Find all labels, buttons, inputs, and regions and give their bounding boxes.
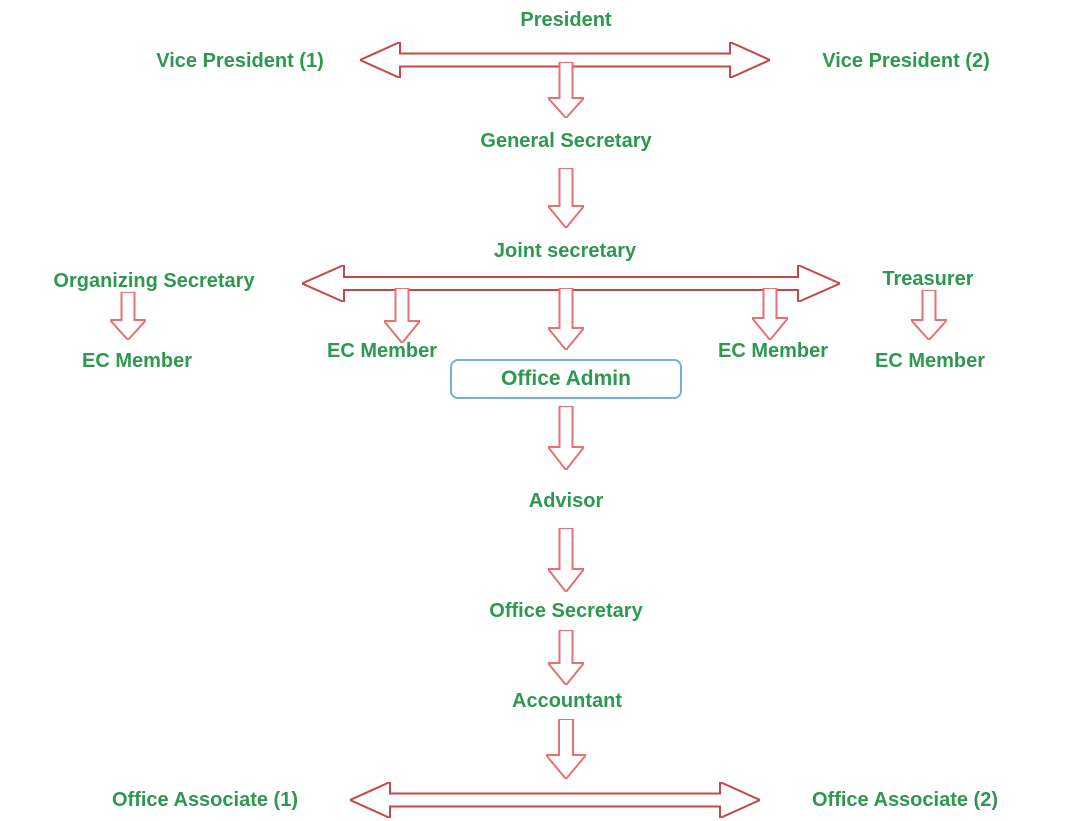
down-arrow-to-office-admin-icon xyxy=(548,288,584,350)
down-arrow-office-secretary-to-accountant-icon xyxy=(548,630,584,685)
node-office-secretary: Office Secretary xyxy=(489,600,643,622)
down-arrow-general-secretary-to-joint-secretary-icon xyxy=(548,168,584,228)
node-vice-president-2: Vice President (2) xyxy=(822,50,990,72)
node-treasurer: Treasurer xyxy=(882,268,974,290)
node-advisor: Advisor xyxy=(528,490,604,512)
node-office-admin-box: Office Admin xyxy=(450,359,682,399)
double-arrow-president-vice-presidents-icon xyxy=(360,42,770,78)
down-arrow-treasurer-to-ec-member-icon xyxy=(911,290,947,340)
double-arrow-joint-secretary-row-icon xyxy=(302,265,840,302)
down-arrow-president-to-general-secretary-icon xyxy=(548,62,584,118)
node-ec-member-4: EC Member xyxy=(874,350,986,372)
down-arrow-advisor-to-office-secretary-icon xyxy=(548,528,584,592)
double-arrow-office-associates-icon xyxy=(350,782,760,818)
node-ec-member-1: EC Member xyxy=(81,350,193,372)
node-office-associate-1: Office Associate (1) xyxy=(112,789,298,811)
down-arrow-to-ec-member-2-icon xyxy=(384,288,420,343)
down-arrow-organizing-secretary-to-ec-member-icon xyxy=(110,292,146,340)
node-vice-president-1: Vice President (1) xyxy=(156,50,324,72)
node-organizing-secretary: Organizing Secretary xyxy=(53,270,255,292)
node-ec-member-3: EC Member xyxy=(717,340,829,362)
node-joint-secretary: Joint secretary xyxy=(493,240,637,262)
node-ec-member-2: EC Member xyxy=(326,340,438,362)
node-office-admin-label: Office Admin xyxy=(501,367,631,390)
node-president: President xyxy=(520,9,612,31)
node-general-secretary: General Secretary xyxy=(480,130,652,152)
node-accountant: Accountant xyxy=(512,690,622,712)
down-arrow-to-ec-member-3-icon xyxy=(752,288,788,340)
down-arrow-accountant-to-office-associates-icon xyxy=(546,719,586,779)
node-office-associate-2: Office Associate (2) xyxy=(812,789,998,811)
down-arrow-office-admin-to-advisor-icon xyxy=(548,406,584,470)
